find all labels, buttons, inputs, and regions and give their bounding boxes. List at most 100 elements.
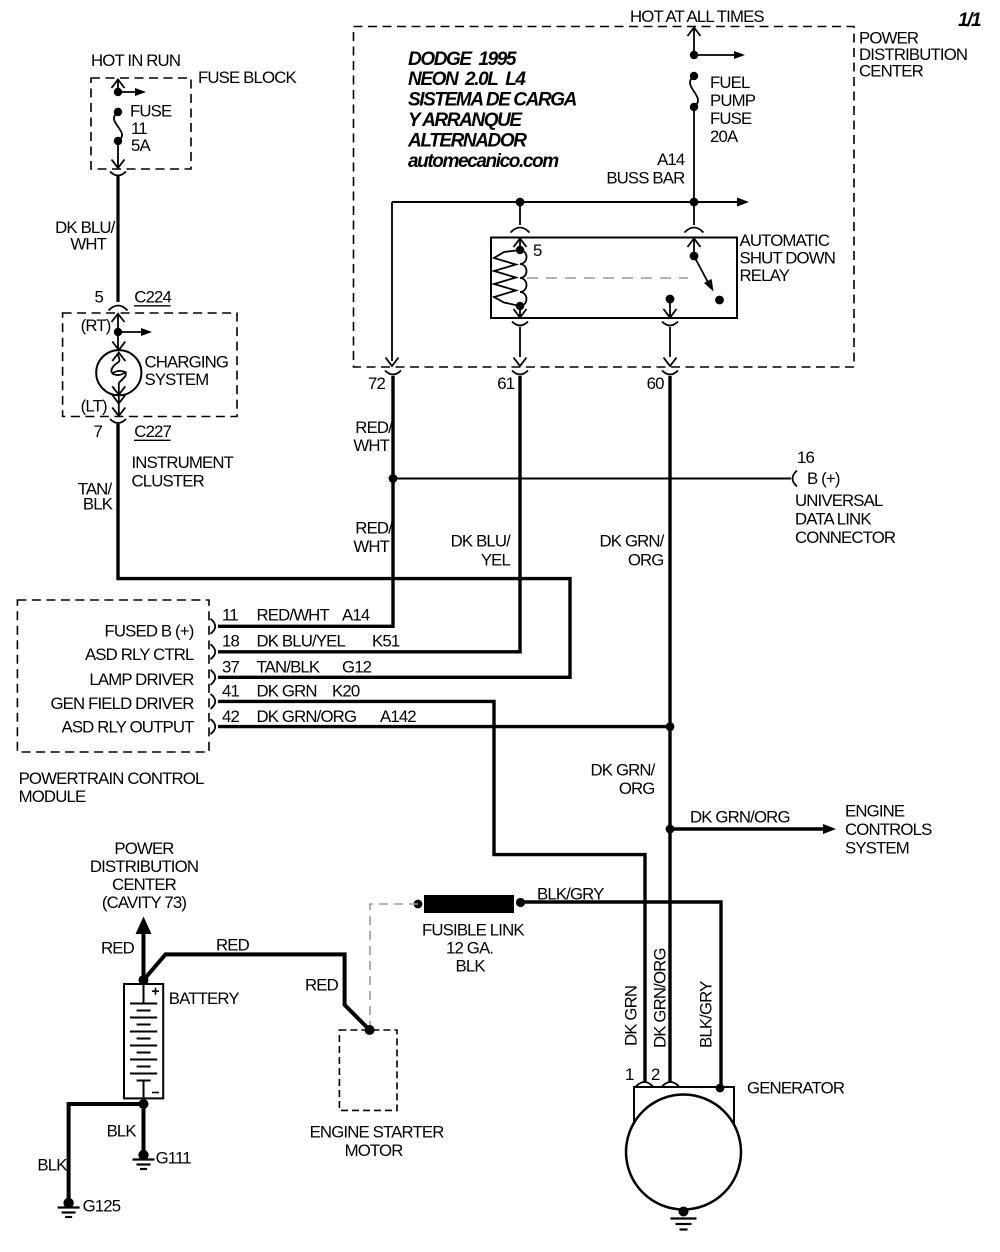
svg-text:LAMP DRIVER: LAMP DRIVER	[89, 670, 194, 689]
svg-text:DK GRN/: DK GRN/	[600, 532, 665, 551]
svg-text:DK GRN/: DK GRN/	[591, 761, 656, 780]
svg-text:DK BLU/YEL: DK BLU/YEL	[257, 632, 346, 651]
svg-text:12 GA.: 12 GA.	[446, 939, 493, 958]
svg-text:CHARGING: CHARGING	[145, 353, 229, 372]
svg-text:HOT IN RUN: HOT IN RUN	[91, 51, 180, 70]
svg-text:K51: K51	[372, 632, 400, 651]
svg-text:RED: RED	[216, 936, 250, 955]
svg-text:K20: K20	[332, 682, 360, 701]
svg-text:42: 42	[222, 707, 239, 726]
svg-text:18: 18	[222, 632, 239, 651]
svg-text:5: 5	[95, 288, 104, 307]
svg-text:ALTERNADOR: ALTERNADOR	[407, 130, 527, 151]
svg-text:20A: 20A	[710, 127, 739, 146]
svg-text:BLK/GRY: BLK/GRY	[697, 981, 716, 1048]
svg-text:11: 11	[131, 119, 147, 138]
svg-text:A14: A14	[657, 150, 685, 169]
svg-text:DK GRN/ORG: DK GRN/ORG	[690, 808, 790, 827]
svg-text:CENTER: CENTER	[112, 875, 177, 894]
svg-text:TAN/BLK: TAN/BLK	[257, 658, 320, 677]
svg-text:MODULE: MODULE	[19, 787, 86, 806]
svg-text:DK GRN/ORG: DK GRN/ORG	[651, 948, 670, 1048]
svg-text:DISTRIBUTION: DISTRIBUTION	[90, 857, 198, 876]
svg-text:RED/WHT: RED/WHT	[257, 606, 330, 625]
svg-text:SISTEMA DE CARGA: SISTEMA DE CARGA	[408, 90, 577, 111]
svg-text:SYSTEM: SYSTEM	[145, 370, 209, 389]
svg-text:ASD RLY OUTPUT: ASD RLY OUTPUT	[61, 718, 194, 737]
svg-text:1: 1	[625, 1065, 634, 1084]
svg-text:FUSE BLOCK: FUSE BLOCK	[198, 68, 296, 87]
svg-text:FUSED B (+): FUSED B (+)	[104, 622, 193, 641]
svg-text:DK BLU/: DK BLU/	[55, 218, 116, 237]
svg-text:2: 2	[651, 1065, 660, 1084]
svg-text:TAN/: TAN/	[78, 480, 113, 499]
svg-text:DODGE 1995: DODGE 1995	[408, 49, 517, 70]
svg-text:WHT: WHT	[353, 436, 389, 455]
svg-text:ORG: ORG	[619, 779, 655, 798]
svg-text:G125: G125	[83, 1197, 121, 1216]
svg-text:G12: G12	[342, 658, 372, 677]
svg-text:FUSIBLE LINK: FUSIBLE LINK	[422, 921, 524, 940]
svg-text:5A: 5A	[131, 136, 151, 155]
svg-text:1/1: 1/1	[958, 10, 981, 31]
svg-text:DK GRN/ORG: DK GRN/ORG	[257, 707, 357, 726]
svg-text:automecanico.com: automecanico.com	[408, 151, 559, 172]
svg-text:RELAY: RELAY	[740, 266, 790, 285]
svg-text:WHT: WHT	[70, 235, 106, 254]
svg-text:ORG: ORG	[628, 551, 664, 570]
svg-text:MOTOR: MOTOR	[345, 1141, 404, 1160]
svg-text:C224: C224	[134, 288, 171, 307]
svg-text:POWER: POWER	[859, 29, 919, 48]
svg-text:BLK: BLK	[107, 1122, 137, 1141]
svg-text:61: 61	[497, 374, 514, 393]
svg-text:BLK: BLK	[456, 957, 486, 976]
svg-text:HOT AT ALL TIMES: HOT AT ALL TIMES	[630, 7, 764, 26]
svg-text:37: 37	[222, 658, 239, 677]
svg-text:SHUT DOWN: SHUT DOWN	[740, 249, 836, 268]
svg-text:CLUSTER: CLUSTER	[132, 472, 205, 491]
svg-text:Y ARRANQUE: Y ARRANQUE	[408, 110, 523, 131]
svg-text:(RT): (RT)	[81, 316, 111, 335]
svg-text:G111: G111	[156, 1149, 192, 1168]
svg-text:BLK: BLK	[83, 495, 113, 514]
svg-text:ENGINE STARTER: ENGINE STARTER	[310, 1123, 445, 1142]
svg-text:PUMP: PUMP	[710, 91, 756, 110]
svg-text:FUSE: FUSE	[710, 109, 752, 128]
svg-text:BLK: BLK	[37, 1156, 67, 1175]
svg-text:RED/: RED/	[355, 519, 393, 538]
svg-text:16: 16	[797, 448, 814, 467]
svg-text:UNIVERSAL: UNIVERSAL	[795, 491, 883, 510]
svg-text:60: 60	[647, 374, 664, 393]
svg-text:AUTOMATIC: AUTOMATIC	[740, 231, 830, 250]
svg-text:DATA LINK: DATA LINK	[795, 510, 871, 529]
svg-text:11: 11	[222, 606, 238, 625]
svg-text:ENGINE: ENGINE	[845, 802, 905, 821]
svg-text:DK BLU/: DK BLU/	[451, 532, 512, 551]
svg-text:A14: A14	[342, 606, 370, 625]
svg-text:WHT: WHT	[353, 537, 389, 556]
svg-text:(CAVITY 73): (CAVITY 73)	[102, 893, 186, 912]
svg-text:NEON 2.0L L4: NEON 2.0L L4	[408, 69, 526, 90]
svg-text:(LT): (LT)	[81, 397, 107, 416]
svg-text:DK GRN: DK GRN	[622, 986, 641, 1046]
svg-text:CONTROLS: CONTROLS	[845, 820, 932, 839]
svg-text:POWERTRAIN CONTROL: POWERTRAIN CONTROL	[19, 769, 204, 788]
svg-text:BATTERY: BATTERY	[169, 989, 240, 1008]
svg-text:CONNECTOR: CONNECTOR	[795, 528, 896, 547]
svg-text:BLK/GRY: BLK/GRY	[537, 885, 604, 904]
svg-text:YEL: YEL	[481, 551, 511, 570]
svg-text:FUEL: FUEL	[710, 73, 750, 92]
svg-text:7: 7	[94, 422, 103, 441]
svg-text:RED: RED	[101, 939, 135, 958]
svg-text:B (+): B (+)	[807, 469, 840, 488]
svg-text:ASD RLY CTRL: ASD RLY CTRL	[85, 645, 194, 664]
svg-text:RED: RED	[305, 976, 339, 995]
svg-text:DISTRIBUTION: DISTRIBUTION	[859, 45, 967, 64]
svg-text:C227: C227	[134, 422, 171, 441]
svg-text:RED/: RED/	[355, 418, 393, 437]
svg-text:72: 72	[368, 374, 385, 393]
svg-text:INSTRUMENT: INSTRUMENT	[132, 453, 234, 472]
svg-text:POWER: POWER	[114, 839, 174, 858]
svg-text:GENERATOR: GENERATOR	[747, 1079, 845, 1098]
svg-text:SYSTEM: SYSTEM	[845, 839, 909, 858]
